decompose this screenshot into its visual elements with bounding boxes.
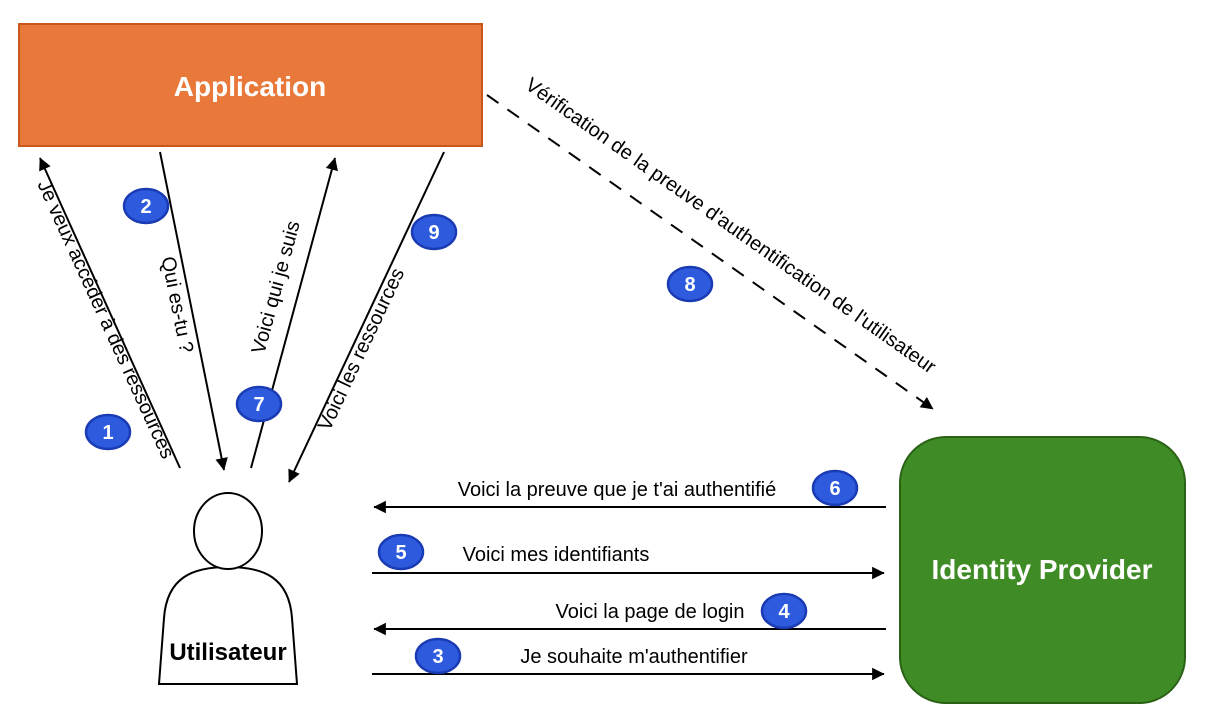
badge-step-1: 1 — [84, 413, 132, 451]
application-label: Application — [174, 71, 326, 102]
application-node: Application — [18, 23, 483, 147]
identity-provider-box — [899, 436, 1186, 704]
arrow-step-2 — [159, 151, 228, 471]
badge-step-6-number: 6 — [829, 478, 840, 500]
arrow-step-8-label: Vérification de la preuve d'authentifica… — [521, 74, 940, 379]
badge-step-3-ellipse — [414, 637, 462, 675]
badge-step-4-ellipse — [760, 592, 808, 630]
user-label: Utilisateur — [169, 639, 286, 666]
badge-step-8: 8 — [666, 265, 714, 303]
badge-step-8-number: 8 — [684, 274, 695, 296]
badge-step-8-ellipse — [666, 265, 714, 303]
badge-step-9: 9 — [410, 213, 458, 251]
identity-provider-label: Identity Provider — [932, 554, 1153, 585]
user-head-icon — [193, 492, 263, 570]
arrow-step-1 — [39, 157, 181, 469]
application-box — [18, 23, 483, 147]
badge-step-4-number: 4 — [778, 601, 790, 623]
badge-step-9-number: 9 — [428, 222, 439, 244]
arrow-step-9 — [288, 151, 445, 483]
badge-step-7: 7 — [235, 385, 283, 423]
badge-step-5-number: 5 — [395, 542, 406, 564]
badge-step-2-ellipse — [122, 187, 170, 225]
arrow-step-5-label: Voici mes identifiants — [463, 544, 650, 566]
badge-step-1-ellipse — [84, 413, 132, 451]
badge-step-7-number: 7 — [253, 394, 264, 416]
user-body — [157, 565, 299, 685]
badge-step-2-number: 2 — [140, 196, 151, 218]
arrow-step-7-label: Voici qui je suis — [248, 219, 305, 357]
badge-step-5-ellipse — [377, 533, 425, 571]
arrow-step-6-label: Voici la preuve que je t'ai authentifié — [458, 479, 776, 501]
arrow-step-9-label: Voici les ressources — [314, 265, 409, 434]
badge-step-1-number: 1 — [102, 422, 113, 444]
identity-provider-node: Identity Provider — [899, 436, 1186, 704]
arrow-step-4-label: Voici la page de login — [555, 601, 744, 623]
badge-step-3-number: 3 — [432, 646, 443, 668]
badge-step-6-ellipse — [811, 469, 859, 507]
badge-step-4: 4 — [760, 592, 808, 630]
badge-step-5: 5 — [377, 533, 425, 571]
badge-step-9-ellipse — [410, 213, 458, 251]
badge-step-6: 6 — [811, 469, 859, 507]
badge-step-3: 3 — [414, 637, 462, 675]
arrow-step-8 — [486, 94, 934, 410]
user-node: Utilisateur — [157, 492, 299, 685]
arrow-step-3-label: Je souhaite m'authentifier — [520, 646, 748, 668]
badge-step-7-ellipse — [235, 385, 283, 423]
badge-step-2: 2 — [122, 187, 170, 225]
